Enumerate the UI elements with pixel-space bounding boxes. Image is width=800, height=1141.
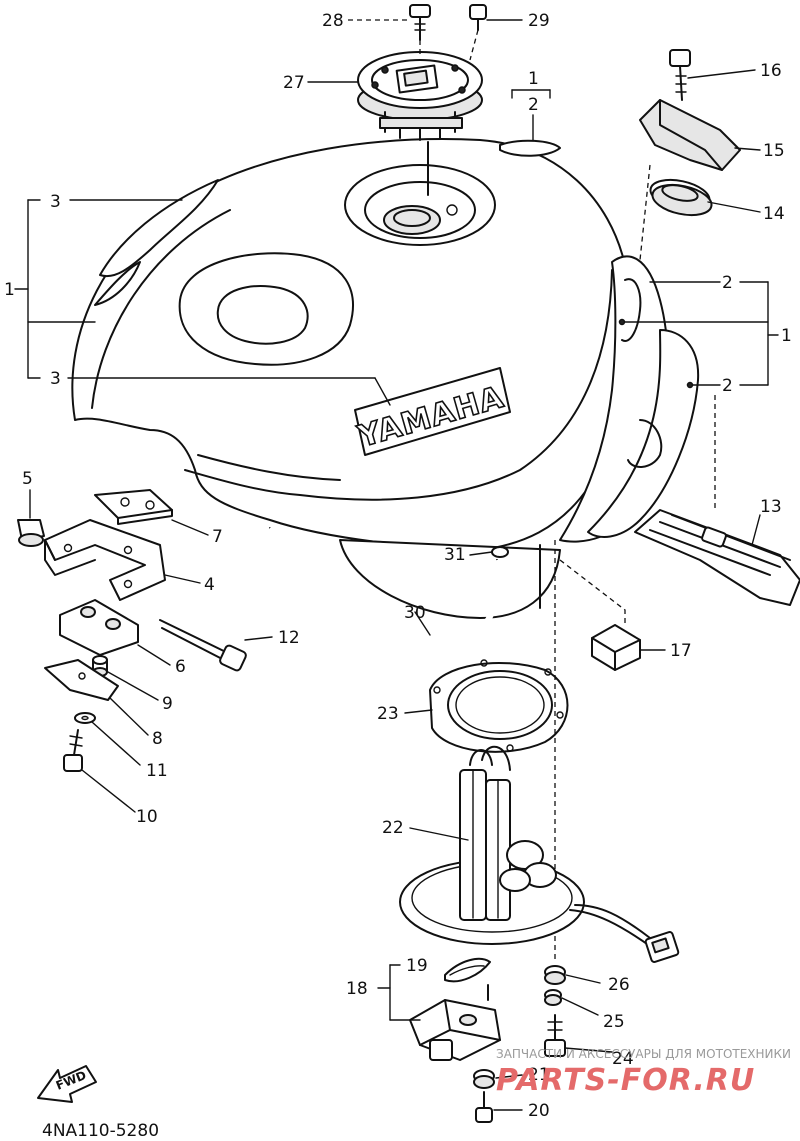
rubber-mat: [634, 395, 800, 606]
callout-3-top: 3: [50, 192, 61, 212]
callout-28: 28: [322, 11, 344, 31]
callout-6: 6: [175, 657, 186, 677]
callout-2-lower: 2: [722, 376, 733, 396]
grouping-brackets: [14, 89, 779, 1021]
callout-8: 8: [152, 729, 163, 749]
callout-26: 26: [608, 975, 630, 995]
callout-1-top: 1: [528, 69, 539, 89]
pump-hardware: [544, 965, 566, 1057]
callout-15: 15: [763, 141, 785, 161]
callout-24: 24: [612, 1049, 634, 1069]
callout-21: 21: [528, 1065, 550, 1085]
callout-22: 22: [382, 818, 404, 838]
callout-23: 23: [377, 704, 399, 724]
callout-16: 16: [760, 61, 782, 81]
callout-14: 14: [763, 204, 785, 224]
callout-29: 29: [528, 11, 550, 31]
callout-19: 19: [406, 956, 428, 976]
fuel-tank: YAMAHA: [71, 138, 700, 619]
callout-3-badge: 3: [50, 369, 61, 389]
callout-4: 4: [204, 575, 215, 595]
pump-gasket: [429, 540, 569, 960]
fuel-cap-assembly: [357, 4, 487, 196]
fuel-pump: [399, 745, 680, 963]
callout-1-left: 1: [4, 280, 15, 300]
callout-18: 18: [346, 979, 368, 999]
callout-20: 20: [528, 1101, 550, 1121]
damper-17: [559, 559, 641, 671]
drawing-code: 4NA110-5280: [42, 1121, 159, 1141]
callout-5: 5: [22, 469, 33, 489]
callout-30: 30: [404, 603, 426, 623]
callout-11: 11: [146, 761, 168, 781]
callout-31: 31: [444, 545, 466, 565]
fuel-cock-screws: [473, 1069, 495, 1123]
callout-13: 13: [760, 497, 782, 517]
fwd-arrow-icon: FWD: [37, 1065, 97, 1103]
callout-2-upper: 2: [722, 273, 733, 293]
leader-lines: [29, 19, 761, 1111]
fuel-cock: [409, 957, 501, 1061]
callout-27: 27: [283, 73, 305, 93]
rear-mount-parts: [639, 49, 741, 261]
front-bracket-parts: [17, 489, 247, 772]
callout-12: 12: [278, 628, 300, 648]
watermark-site: PARTS-FOR.RU: [496, 1063, 755, 1098]
callout-9: 9: [162, 694, 173, 714]
callout-25: 25: [603, 1012, 625, 1032]
callout-labels: 28 29 27 1 2 16 15 14 3 1 3 2 1 2 5 7 4 …: [4, 11, 792, 1121]
callout-10: 10: [136, 807, 158, 827]
callout-17: 17: [670, 641, 692, 661]
callout-7: 7: [212, 527, 223, 547]
watermark: ЗАПЧАСТИ И АКСЕССУАРЫ ДЛЯ МОТОТЕХНИКИ PA…: [496, 1047, 791, 1098]
watermark-tagline: ЗАПЧАСТИ И АКСЕССУАРЫ ДЛЯ МОТОТЕХНИКИ: [496, 1047, 791, 1061]
callout-2-top: 2: [528, 95, 539, 115]
callout-1-right: 1: [781, 326, 792, 346]
